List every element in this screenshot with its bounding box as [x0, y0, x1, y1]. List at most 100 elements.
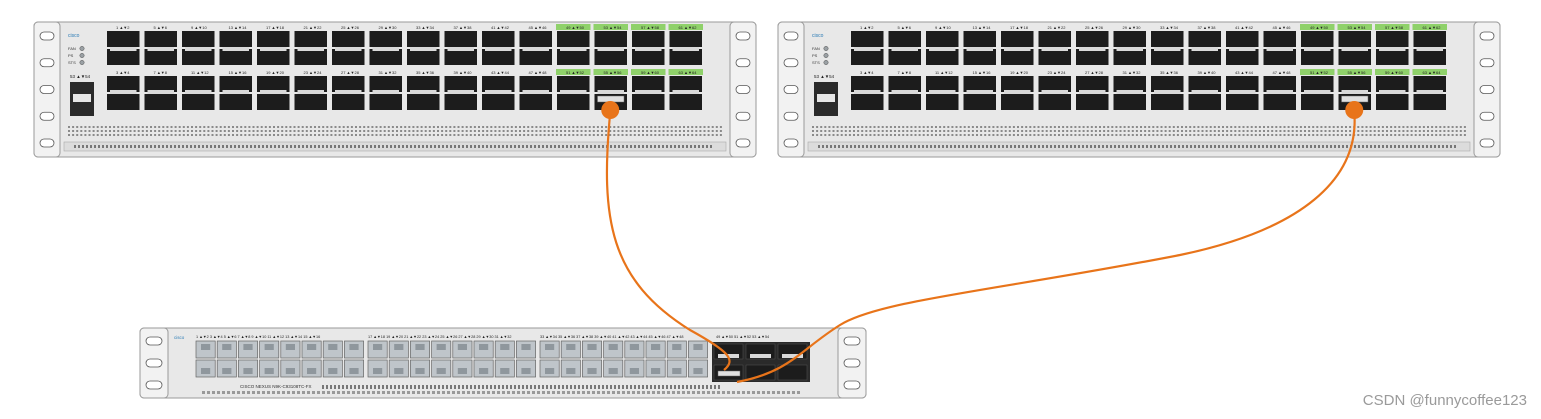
vent-hole	[527, 126, 530, 128]
vent-hole	[338, 134, 341, 136]
bottom-vent	[438, 145, 440, 148]
vent-hole	[1410, 126, 1413, 128]
bottom-vent	[1254, 145, 1256, 148]
vent-hole	[301, 126, 304, 128]
bottom-vent	[706, 145, 708, 148]
vent-hole	[318, 126, 321, 128]
rack-ear-hole	[735, 85, 751, 94]
vent-hole	[219, 130, 222, 132]
vent-hole	[1185, 126, 1188, 128]
vent-hole	[1135, 134, 1138, 136]
bottom-vent	[342, 145, 344, 148]
vent-hole	[1406, 126, 1409, 128]
bottom-vent	[1378, 145, 1380, 148]
vent-hole	[1250, 130, 1253, 132]
vent-hole	[848, 130, 851, 132]
bottom-vent	[1266, 145, 1268, 148]
port-qsfp	[1188, 94, 1221, 110]
port-qsfp	[851, 31, 884, 47]
port-label-highlight	[631, 24, 666, 30]
vent-hole	[963, 130, 966, 132]
vent-hole	[309, 130, 312, 132]
bottom-vent	[946, 145, 948, 148]
bottom-vent	[418, 145, 420, 148]
vent-hole	[363, 130, 366, 132]
vent-hole	[1135, 126, 1138, 128]
bottom-vent	[818, 145, 820, 148]
vent-hole	[260, 134, 263, 136]
bottom-vent	[450, 145, 452, 148]
bottom-vent	[218, 145, 220, 148]
bottom-vent	[1062, 145, 1064, 148]
bottom-vent	[686, 145, 688, 148]
vent-hole	[1365, 134, 1368, 136]
vent-hole	[1021, 130, 1024, 132]
bottom-vent	[787, 391, 790, 394]
vent-hole	[1431, 130, 1434, 132]
bottom-vent	[1202, 145, 1204, 148]
vent-hole	[109, 130, 111, 132]
vent-hole	[1205, 130, 1208, 132]
vent-hole	[76, 134, 79, 136]
bottom-vent	[638, 145, 640, 148]
bottom-vent	[662, 145, 664, 148]
vent-hole	[346, 126, 349, 128]
vent-hole	[576, 130, 579, 132]
bottom-vent	[574, 145, 576, 148]
bottom-vent	[670, 145, 672, 148]
port-qsfp	[482, 31, 515, 47]
rack-ear-hole	[39, 85, 55, 94]
vent-hole	[1160, 130, 1163, 132]
port-latch	[929, 47, 956, 51]
vent-hole	[437, 130, 439, 132]
port-qsfp	[557, 31, 590, 47]
bottom-vent	[914, 145, 916, 148]
bottom-vent	[442, 145, 444, 148]
port-latch	[1116, 47, 1143, 51]
rj45-jack	[307, 344, 317, 350]
vent-hole	[613, 126, 616, 128]
vent-hole	[430, 385, 432, 389]
bottom-vent	[1098, 145, 1100, 148]
vent-hole	[711, 134, 714, 136]
vent-hole	[711, 130, 714, 132]
bottom-vent	[267, 391, 270, 394]
vent-hole	[1312, 130, 1315, 132]
vent-hole	[848, 134, 851, 136]
vent-hole	[828, 134, 831, 136]
vent-hole	[256, 134, 259, 136]
vent-hole	[621, 134, 624, 136]
vent-hole	[326, 130, 329, 132]
bottom-vent	[866, 145, 868, 148]
rj45-jack	[349, 344, 359, 350]
vent-hole	[129, 130, 132, 132]
vent-hole	[922, 134, 925, 136]
vent-hole	[1189, 126, 1192, 128]
vent-hole	[334, 130, 337, 132]
vent-hole	[227, 126, 230, 128]
port-qsfp	[926, 94, 959, 110]
bottom-vent	[94, 145, 96, 148]
vent-hole	[971, 130, 974, 132]
vent-hole	[574, 385, 576, 389]
bottom-vent	[122, 145, 124, 148]
vent-hole	[718, 385, 720, 389]
vent-hole	[683, 126, 685, 128]
vent-hole	[1127, 126, 1130, 128]
vent-hole	[988, 134, 991, 136]
port-qsfp	[1376, 76, 1409, 92]
port-latch	[560, 90, 587, 94]
bottom-vent	[382, 145, 384, 148]
port-label: 9 ▲▼10	[191, 25, 207, 30]
vent-hole	[1107, 126, 1110, 128]
vent-hole	[1099, 134, 1101, 136]
vent-hole	[1021, 134, 1024, 136]
bottom-vent	[1438, 145, 1440, 148]
vent-hole	[558, 385, 560, 389]
bottom-vent	[822, 145, 824, 148]
rj45-jack	[672, 344, 682, 350]
port-latch	[1004, 90, 1031, 94]
vent-hole	[486, 134, 489, 136]
bottom-vent	[1226, 145, 1228, 148]
bottom-vent	[1298, 145, 1300, 148]
